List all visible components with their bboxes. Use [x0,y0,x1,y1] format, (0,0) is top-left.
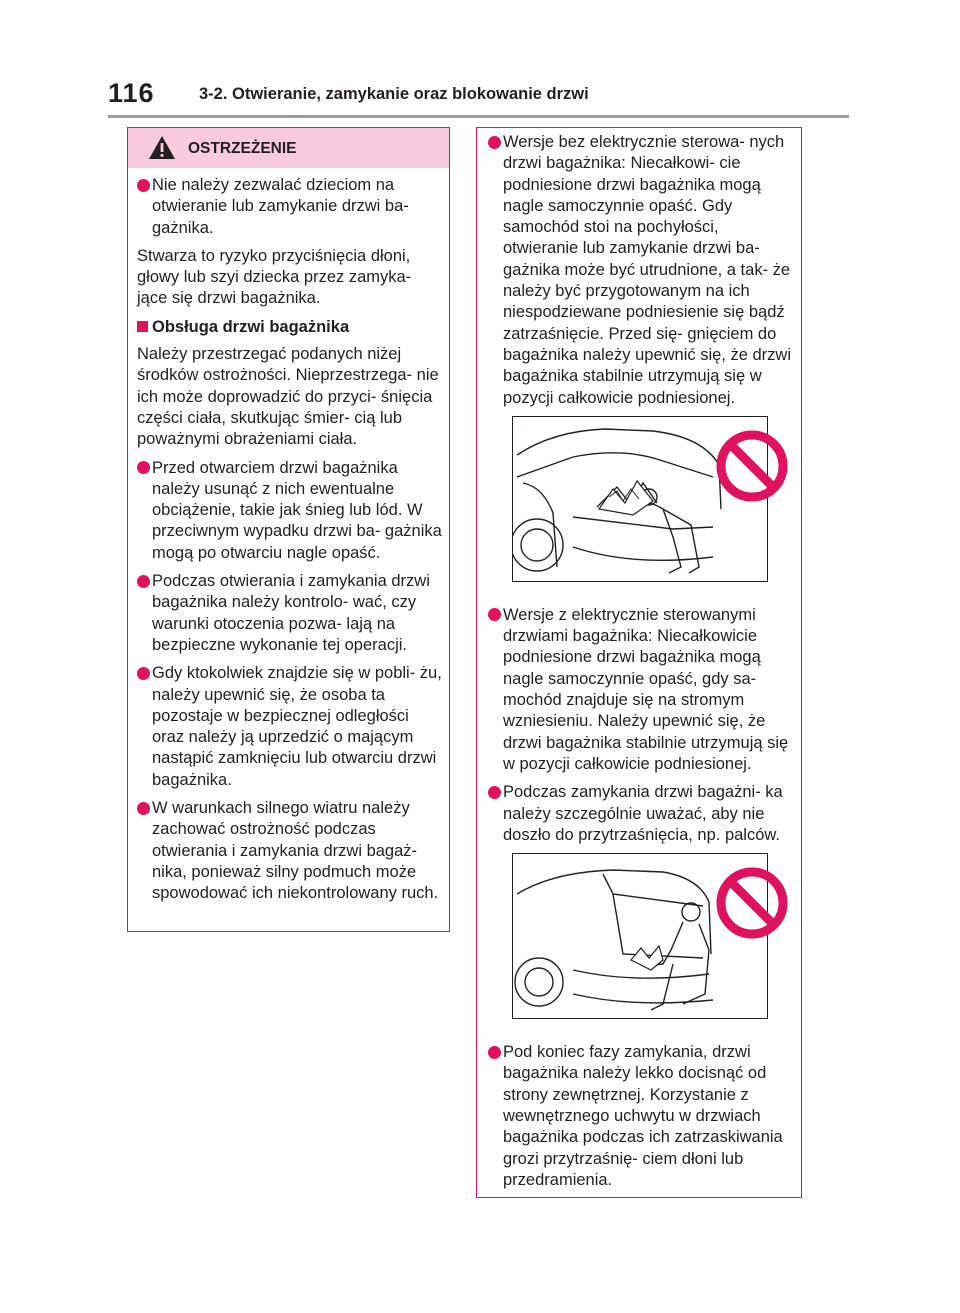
warning-bullet: Pod koniec fazy zamykania, drzwi bagażni… [488,1042,798,1191]
warning-body-continued: Wersje bez elektrycznie sterowa- nych dr… [488,132,798,1198]
car-closing-drawing [514,869,714,1011]
warning-bullet: Podczas otwierania i zamykania drzwi bag… [137,571,442,656]
warning-subheading: Obsługa drzwi bagażnika [137,317,442,338]
warning-bullet-text: Podczas zamykania drzwi bagażni- ka nale… [503,783,783,844]
warning-header: OSTRZEŻENIE [128,128,449,168]
warning-bullet-text: Przed otwarciem drzwi bagażnika należy u… [152,458,442,562]
illustration-tailgate-falling [488,415,798,599]
header-divider [108,115,849,118]
car-tailgate-drawing [513,428,722,574]
prohibited-icon [716,867,788,939]
warning-bullet-text: W warunkach silnego wiatru należy zachow… [152,799,439,903]
warning-bullet: W warunkach silnego wiatru należy zachow… [137,798,442,904]
bullet-dot-icon [488,1045,501,1059]
warning-triangle-icon [149,136,175,159]
warning-intro: Należy przestrzegać podanych niżej środk… [137,345,439,449]
bullet-dot-icon [137,178,150,192]
square-bullet-icon [137,320,148,332]
warning-body: Nie należy zezwalać dzieciom na otwieran… [137,175,442,912]
bullet-dot-icon [488,785,501,799]
warning-bullet: Przed otwarciem drzwi bagażnika należy u… [137,458,442,564]
bullet-dot-icon [137,801,150,815]
warning-subheading-text: Obsługa drzwi bagażnika [152,317,350,336]
page-header: 116 3-2. Otwieranie, zamykanie oraz blok… [108,78,848,110]
prohibited-icon [716,430,788,502]
warning-box: OSTRZEŻENIE Nie należy zezwalać dzieciom… [127,127,450,932]
warning-bullet: Podczas zamykania drzwi bagażni- ka nale… [488,782,798,846]
warning-bullet: Wersje bez elektrycznie sterowa- nych dr… [488,132,798,409]
section-title: 3-2. Otwieranie, zamykanie oraz blokowan… [199,85,589,103]
warning-title: OSTRZEŻENIE [188,140,297,157]
warning-bullet: Wersje z elektrycznie sterowanymi drzwia… [488,605,798,775]
warning-bullet-text: Gdy ktokolwiek znajdzie się w pobli- żu,… [152,664,442,789]
bullet-dot-icon [488,135,501,149]
bullet-dot-icon [137,574,150,588]
page-number: 116 [108,78,155,108]
warning-bullet: Nie należy zezwalać dzieciom na otwieran… [137,175,442,239]
warning-bullet-text: Wersje z elektrycznie sterowanymi drzwia… [503,605,789,773]
warning-bullet-text: Pod koniec fazy zamykania, drzwi bagażni… [503,1043,783,1189]
warning-box-continued: Wersje bez elektrycznie sterowa- nych dr… [476,127,802,1198]
illustration-frame [512,853,768,1020]
bullet-dot-icon [488,608,501,622]
bullet-dot-icon [137,666,150,680]
bullet-dot-icon [137,461,150,475]
warning-bullet-text: Wersje bez elektrycznie sterowa- nych dr… [503,133,791,407]
warning-paragraph: Stwarza to ryzyko przyciśnięcia dłoni, g… [137,246,412,308]
warning-bullet: Gdy ktokolwiek znajdzie się w pobli- żu,… [137,663,442,791]
warning-bullet-text: Nie należy zezwalać dzieciom na otwieran… [152,176,409,237]
illustration-hand-pinch [488,853,798,1036]
warning-bullet-text: Podczas otwierania i zamykania drzwi bag… [152,572,430,654]
